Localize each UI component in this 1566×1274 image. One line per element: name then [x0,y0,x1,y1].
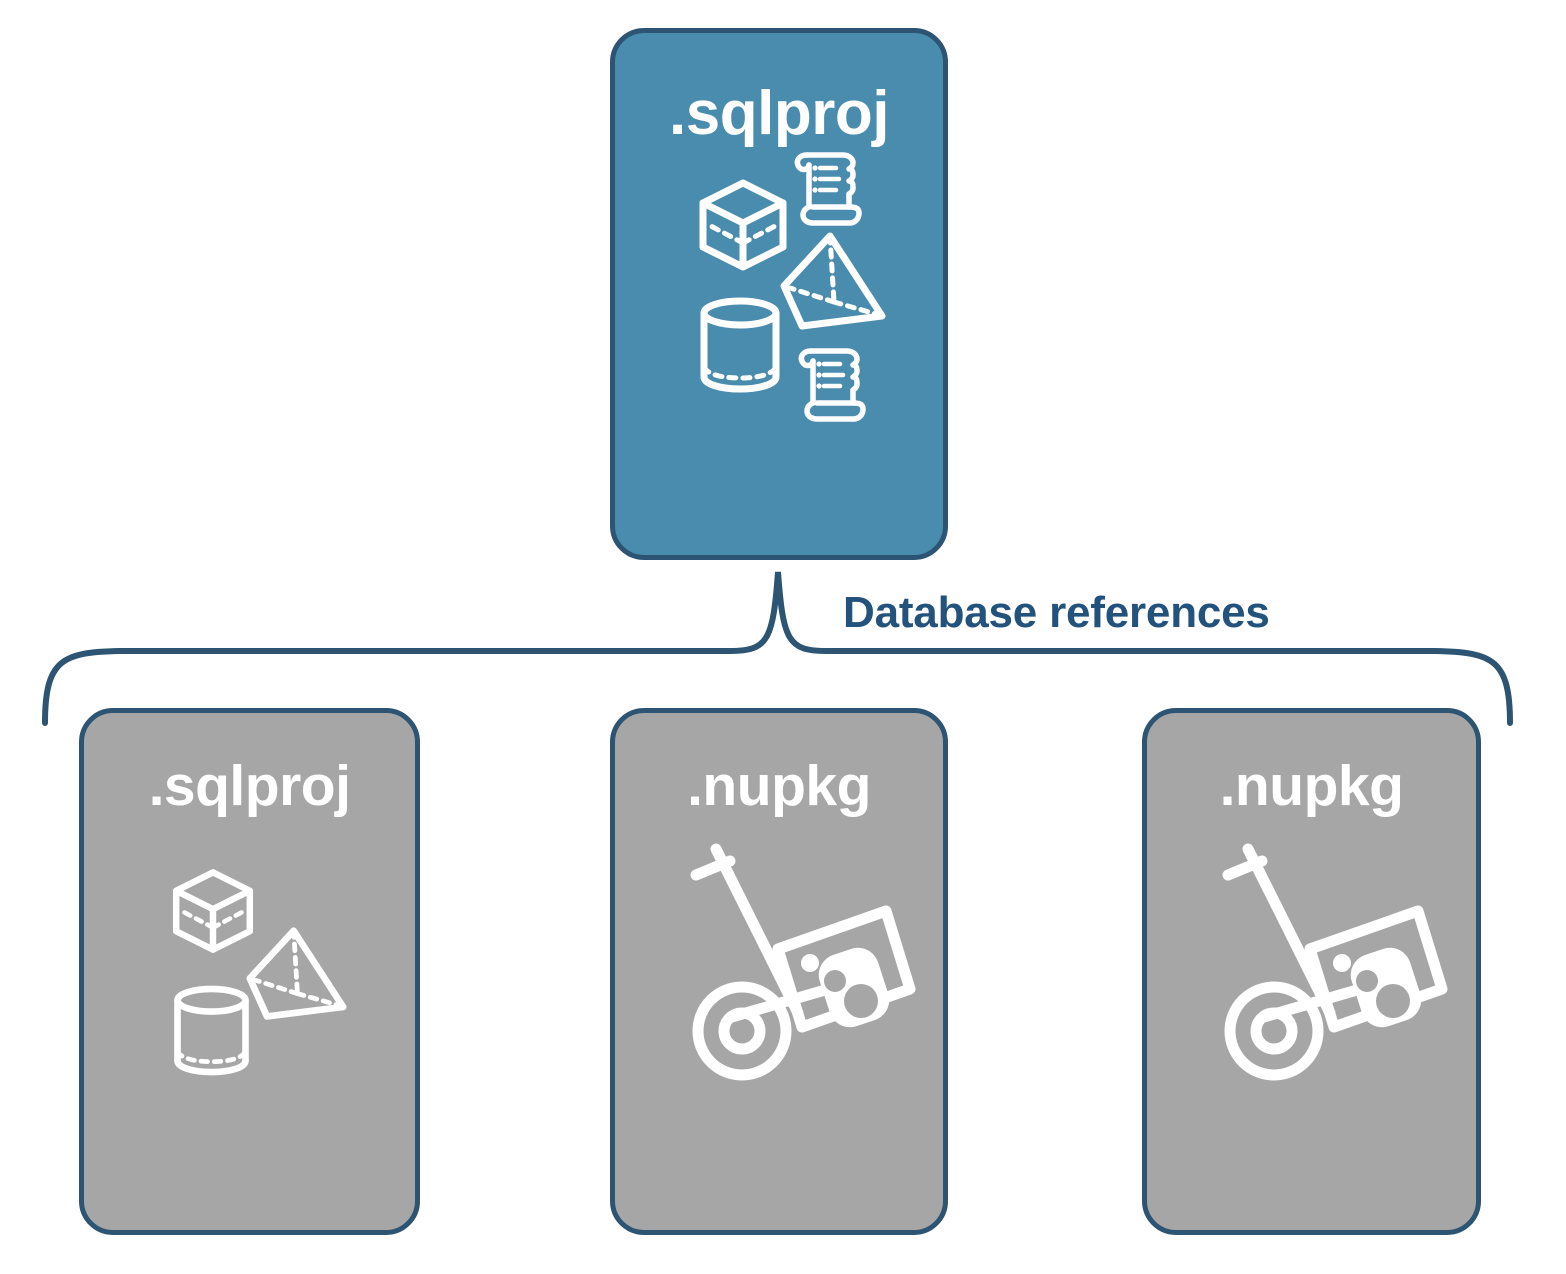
pyramid-icon [780,232,886,330]
cube-icon [172,869,254,953]
node-title: .nupkg [1219,754,1404,818]
node-sqlproj-root[interactable]: .sqlproj [610,28,948,560]
scroll-icon [798,348,866,422]
node-title: .sqlproj [148,754,351,818]
nuget-package-trolley-icon [690,843,916,1081]
node-nupkg-reference-2[interactable]: .nupkg [1142,708,1481,1235]
connector-label: Database references [843,588,1270,637]
nuget-package-trolley-icon [1222,843,1448,1081]
cylinder-icon [174,985,249,1076]
pyramid-icon [246,927,347,1020]
icon-group-sqlproj-ref [84,815,415,1230]
node-title: .nupkg [687,754,871,818]
node-title: .sqlproj [669,79,889,148]
icon-group-nupkg-1 [615,815,943,1230]
cube-icon [699,179,787,271]
icon-group-nupkg-2 [1147,815,1476,1230]
scroll-icon [794,152,862,226]
cylinder-icon [700,297,780,393]
icon-group-root [615,145,943,555]
node-sqlproj-reference[interactable]: .sqlproj [79,708,420,1235]
node-nupkg-reference-1[interactable]: .nupkg [610,708,948,1235]
